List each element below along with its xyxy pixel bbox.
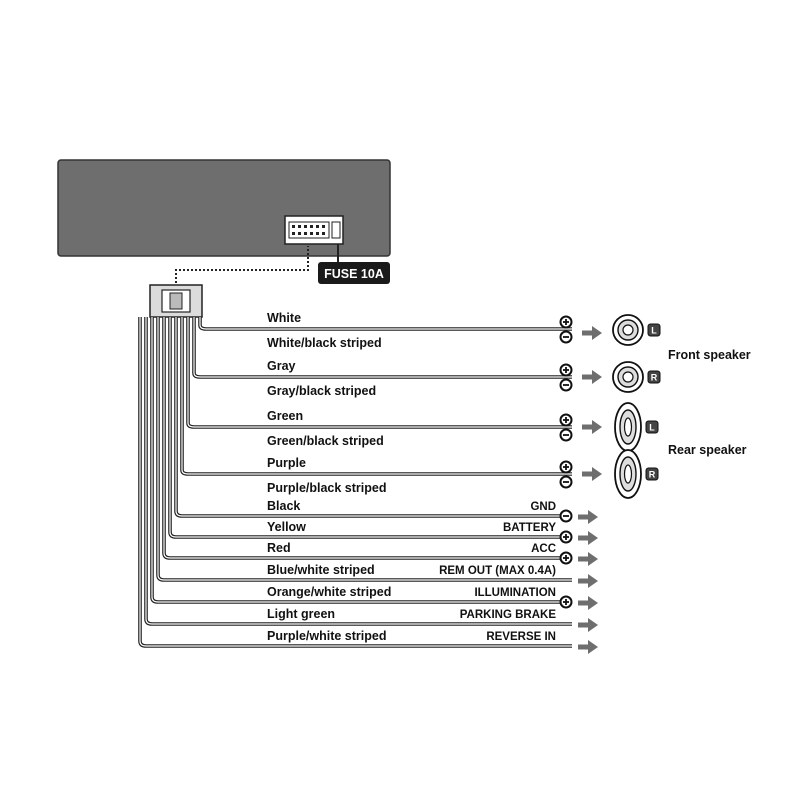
terminal-label: REM OUT (MAX 0.4A) bbox=[439, 565, 556, 577]
speaker-side-badge: L bbox=[645, 420, 659, 434]
minus-terminal-icon bbox=[559, 378, 573, 392]
arrow-right-icon bbox=[578, 531, 598, 545]
oval-speaker-icon bbox=[614, 449, 642, 499]
arrow-right-icon bbox=[578, 574, 598, 588]
wire-color-label: Purple/white striped bbox=[267, 629, 386, 643]
terminal-label: GND bbox=[530, 501, 556, 513]
unit-connector-socket bbox=[284, 215, 344, 245]
speaker-side-badge: L bbox=[647, 323, 661, 337]
terminal-label: ACC bbox=[531, 543, 556, 555]
fuse: FUSE 10A bbox=[318, 244, 390, 284]
front-speaker-label: Front speaker bbox=[668, 348, 751, 362]
speaker-wire-pair bbox=[198, 317, 572, 331]
speaker-side-label: R bbox=[649, 470, 656, 480]
terminal-label: PARKING BRAKE bbox=[460, 609, 557, 621]
fuse-label: FUSE 10A bbox=[324, 267, 384, 281]
oval-speaker-icon bbox=[614, 402, 642, 452]
wire-color-label: Yellow bbox=[267, 520, 306, 534]
wire-color-label: Purple/black striped bbox=[267, 481, 386, 495]
speaker-side-label: L bbox=[651, 326, 657, 336]
wire-color-label: Orange/white striped bbox=[267, 585, 391, 599]
terminal-label: BATTERY bbox=[503, 522, 556, 534]
power-wire bbox=[150, 317, 572, 604]
dotted-connector-link bbox=[175, 246, 309, 283]
arrow-right-icon bbox=[578, 510, 598, 524]
wire-color-label: Green/black striped bbox=[267, 434, 384, 448]
speaker-wire-pair bbox=[186, 317, 572, 429]
arrow-right-icon bbox=[582, 420, 602, 434]
speaker-wire-pair bbox=[180, 317, 572, 476]
speaker-side-label: L bbox=[649, 423, 655, 433]
arrow-right-icon bbox=[578, 552, 598, 566]
plus-terminal-icon bbox=[559, 315, 573, 329]
minus-terminal-icon bbox=[559, 330, 573, 344]
harness-plug bbox=[149, 284, 203, 318]
wire-color-label: Red bbox=[267, 541, 291, 555]
round-speaker-icon bbox=[612, 361, 644, 393]
wire-bundle bbox=[138, 317, 572, 648]
plus-terminal-icon bbox=[559, 595, 573, 609]
head-unit bbox=[57, 159, 391, 257]
wire-color-label: Blue/white striped bbox=[267, 563, 375, 577]
terminal-label: ILLUMINATION bbox=[474, 587, 556, 599]
power-wire bbox=[138, 317, 572, 648]
terminals bbox=[559, 315, 573, 609]
plus-terminal-icon bbox=[559, 363, 573, 377]
wire-color-label: Gray/black striped bbox=[267, 384, 376, 398]
speaker-side-label: R bbox=[651, 373, 658, 383]
wire-color-label: Light green bbox=[267, 607, 335, 621]
wire-color-label: Purple bbox=[267, 456, 306, 470]
plus-terminal-icon bbox=[559, 551, 573, 565]
wire-color-label: White/black striped bbox=[267, 336, 382, 350]
power-wire bbox=[162, 317, 572, 560]
power-wire bbox=[174, 317, 572, 518]
arrow-right-icon bbox=[578, 596, 598, 610]
speaker-side-badge: R bbox=[647, 370, 661, 384]
minus-terminal-icon bbox=[559, 428, 573, 442]
arrow-right-icon bbox=[578, 618, 598, 632]
rear-speaker-label: Rear speaker bbox=[668, 443, 747, 457]
power-wire bbox=[144, 317, 572, 626]
minus-terminal-icon bbox=[559, 475, 573, 489]
fuse-badge bbox=[318, 262, 390, 284]
speaker-side-badge: R bbox=[645, 467, 659, 481]
arrow-right-icon bbox=[582, 326, 602, 340]
round-speaker-icon bbox=[612, 314, 644, 346]
plus-terminal-icon bbox=[559, 530, 573, 544]
terminal-label: REVERSE IN bbox=[486, 631, 556, 643]
wire-color-label: Green bbox=[267, 409, 303, 423]
plus-terminal-icon bbox=[559, 460, 573, 474]
speaker-wire-pair bbox=[192, 317, 572, 379]
plus-terminal-icon bbox=[559, 413, 573, 427]
arrow-right-icon bbox=[582, 467, 602, 481]
wire-color-label: Gray bbox=[267, 359, 296, 373]
wire-color-label: Black bbox=[267, 499, 300, 513]
arrow-right-icon bbox=[582, 370, 602, 384]
speakers: L R L R bbox=[612, 314, 661, 499]
arrow-right-icon bbox=[578, 640, 598, 654]
minus-terminal-icon bbox=[559, 509, 573, 523]
arrows bbox=[578, 326, 602, 654]
power-wire bbox=[168, 317, 572, 539]
wire-color-label: White bbox=[267, 311, 301, 325]
power-wire bbox=[156, 317, 572, 582]
